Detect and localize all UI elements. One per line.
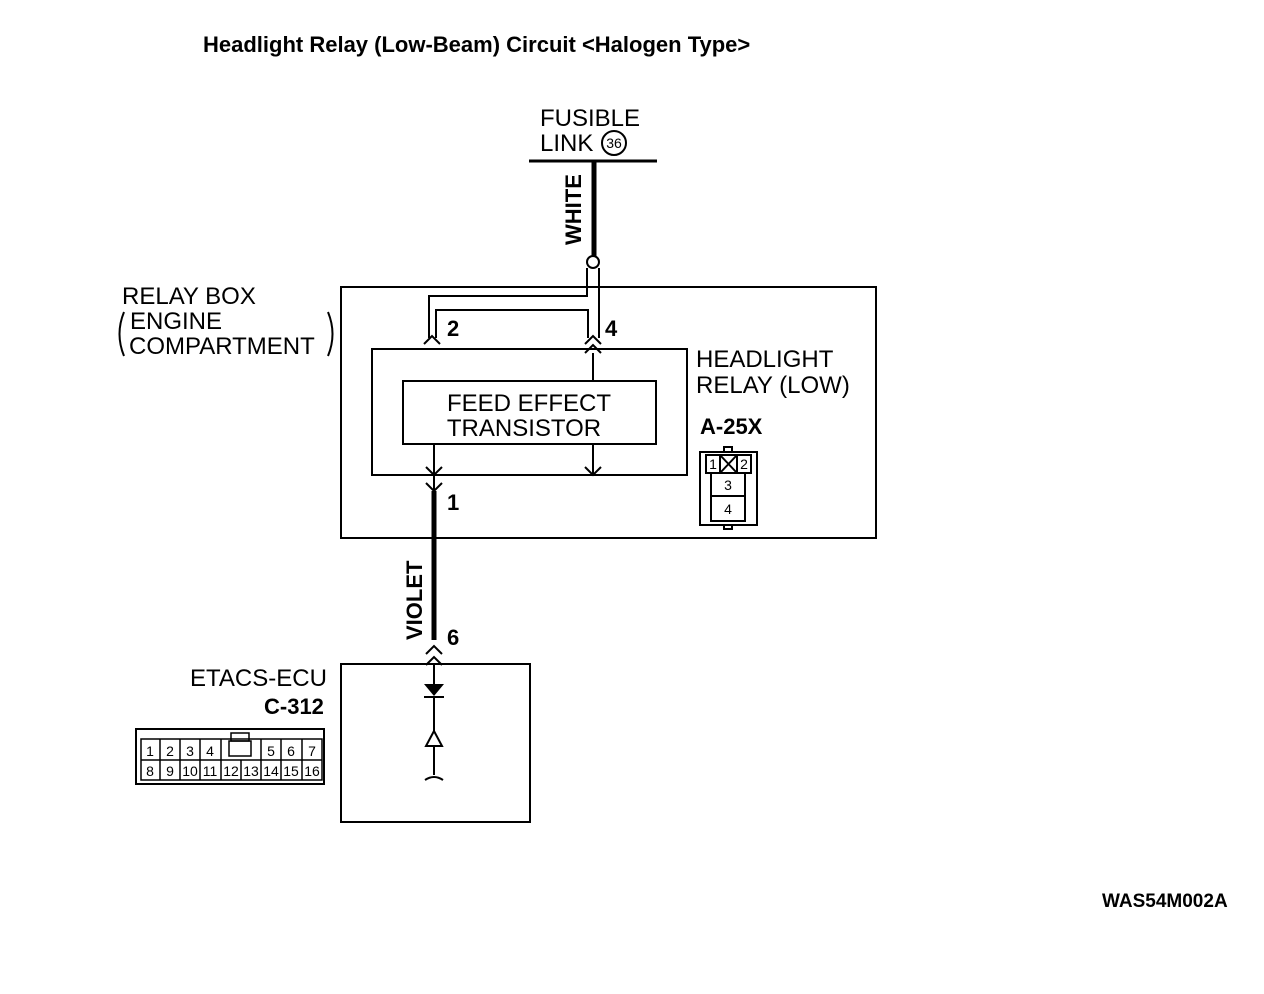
relay-box-location-paren-right — [327, 311, 334, 357]
violet-wire-label: VIOLET — [402, 560, 427, 640]
etacs-cell-7: 7 — [308, 743, 316, 759]
relay-connector-cell-3: 3 — [724, 477, 732, 493]
relay-box-location-paren-left — [118, 311, 125, 357]
reference-code: WAS54M002A — [1102, 891, 1228, 912]
etacs-cell-3: 3 — [186, 743, 194, 759]
internal-wire-pin2-return — [435, 309, 589, 338]
pin-6-label: 6 — [447, 625, 459, 650]
fusible-link: FUSIBLE LINK 36 — [529, 105, 657, 163]
relay-connector-cell-1: 1 — [709, 456, 717, 472]
pin-2-label: 2 — [447, 316, 459, 341]
etacs-cell-5: 5 — [267, 743, 275, 759]
etacs-cell-1: 1 — [146, 743, 154, 759]
etacs-cell-2: 2 — [166, 743, 174, 759]
etacs-cell-11: 11 — [203, 763, 218, 779]
relay-connector-face: 1 2 3 4 — [699, 446, 758, 530]
etacs-cell-14: 14 — [263, 763, 279, 779]
etacs-cell-10: 10 — [182, 763, 198, 779]
etacs-connector-face: 1 2 3 4 5 6 7 8 9 10 11 12 13 14 15 16 — [135, 728, 325, 785]
white-wire-label: WHITE — [561, 174, 586, 245]
relay-box-outline — [340, 286, 877, 539]
etacs-cell-15: 15 — [283, 763, 299, 779]
diagram-title: Headlight Relay (Low-Beam) Circuit <Halo… — [203, 32, 750, 57]
etacs-cell-6: 6 — [287, 743, 295, 759]
fusible-link-number-circle — [601, 130, 627, 156]
splice-point — [586, 255, 600, 269]
etacs-cell-16: 16 — [304, 763, 320, 779]
etacs-cell-4: 4 — [206, 743, 214, 759]
relay-box-location-line2: COMPARTMENT — [129, 333, 315, 360]
headlight-relay-connector-code: A-25X — [700, 414, 763, 439]
fusible-link-number: 36 — [606, 135, 622, 151]
pin-1-label: 1 — [447, 490, 459, 515]
feed-effect-transistor-label-line1: FEED EFFECT — [447, 390, 611, 417]
transistor-icon — [424, 728, 444, 747]
relay-connector-cell-4: 4 — [724, 501, 732, 517]
internal-wire-to-pin2 — [428, 268, 588, 338]
ground-icon — [424, 776, 444, 781]
relay-internal-arrow-right — [584, 466, 602, 477]
feed-effect-transistor-box — [402, 380, 657, 445]
headlight-relay-outline — [371, 348, 688, 476]
pin-6-connector-mark — [425, 644, 443, 666]
etacs-cell-13: 13 — [243, 763, 259, 779]
etacs-ecu-connector-code: C-312 — [264, 694, 324, 719]
fusible-link-label-line1: FUSIBLE — [540, 105, 640, 132]
relay-box-location-line1: ENGINE — [130, 308, 222, 335]
etacs-cell-8: 8 — [146, 763, 154, 779]
etacs-ecu-label: ETACS-ECU — [190, 665, 327, 692]
fusible-link-label-line2: LINK — [540, 130, 593, 157]
etacs-cell-9: 9 — [166, 763, 174, 779]
headlight-relay-label-line2: RELAY (LOW) — [696, 372, 850, 399]
pin-2-connector-mark — [423, 334, 441, 345]
etacs-cell-12: 12 — [223, 763, 239, 779]
diode-icon — [424, 684, 444, 696]
headlight-relay-label-line1: HEADLIGHT — [696, 346, 834, 373]
feed-effect-transistor-label-line2: TRANSISTOR — [447, 415, 601, 442]
relay-box-label: RELAY BOX — [122, 283, 256, 310]
pin-4-label: 4 — [605, 316, 618, 341]
pin-4-connector-mark — [584, 334, 602, 354]
etacs-ecu-outline — [340, 663, 531, 823]
relay-connector-cell-2: 2 — [740, 456, 748, 472]
